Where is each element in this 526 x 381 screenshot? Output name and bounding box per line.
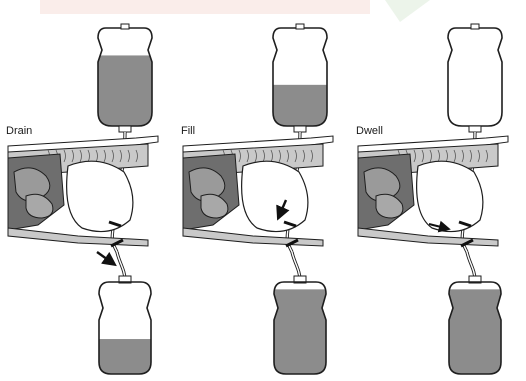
top-bag — [448, 28, 502, 126]
panel-label-dwell: Dwell — [356, 125, 383, 137]
bottom-bag-fluid — [272, 289, 328, 376]
peritoneal-cavity — [417, 161, 483, 231]
panel-label-fill: Fill — [181, 125, 195, 137]
top-bag-fluid — [271, 85, 329, 128]
top-bag-spout — [119, 126, 131, 132]
abdominal-wall — [358, 228, 498, 246]
top-bag-fluid — [96, 55, 154, 128]
peritoneal-cavity — [242, 161, 308, 231]
bottom-bag-fluid — [97, 339, 153, 376]
top-bag-spout — [294, 126, 306, 132]
abdominal-wall — [8, 228, 148, 246]
panel-label-drain: Drain — [6, 125, 32, 137]
panel-fill — [183, 24, 333, 376]
top-bag-hanger — [296, 24, 304, 29]
panel-dwell — [358, 24, 508, 376]
top-bag-spout — [469, 126, 481, 132]
bottom-bag-fluid — [447, 289, 503, 376]
peritoneal-cavity — [67, 161, 133, 231]
watermark-band — [40, 0, 370, 14]
top-bag-hanger — [121, 24, 129, 29]
watermark-shape — [385, 0, 430, 22]
top-bag-hanger — [471, 24, 479, 29]
panel-drain — [8, 24, 158, 376]
abdominal-wall — [183, 228, 323, 246]
flow-arrow-out — [97, 252, 111, 262]
